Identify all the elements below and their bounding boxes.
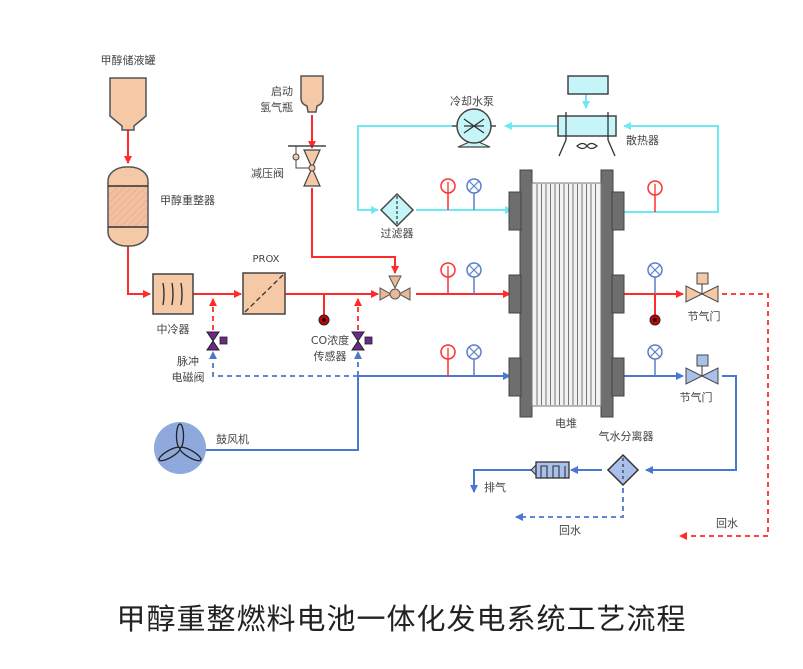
return-water-label-1: 回水 (559, 524, 581, 537)
pulse-valve-label-2: 电磁阀 (172, 370, 205, 384)
throttle-air-label: 节气门 (680, 390, 713, 404)
pressure-reducer-label: 减压阀 (251, 166, 284, 180)
return-water-label-2: 回水 (716, 517, 738, 530)
co-sensor[interactable] (318, 314, 330, 326)
coolant-pump-label: 冷却水泵 (450, 95, 494, 108)
co-sensor-label-2: 传感器 (314, 350, 347, 363)
diagram-title: 甲醇重整燃料电池一体化发电系统工艺流程 (116, 602, 687, 636)
separator-label: 气水分离器 (599, 429, 654, 443)
three-way-valve[interactable] (379, 275, 411, 301)
pressure-reducing-valve[interactable] (288, 145, 326, 187)
stack-label: 电堆 (555, 417, 577, 430)
throttle-valve-hydrogen[interactable] (685, 272, 719, 303)
intercooler-label: 中冷器 (157, 323, 190, 336)
flow-meter-icon[interactable] (466, 344, 482, 376)
intercooler[interactable] (152, 273, 194, 315)
hydrogen-line (124, 115, 684, 318)
pulse-valve-label-1: 脉冲 (177, 354, 199, 368)
air-dashed-lines (209, 351, 624, 521)
throttle-valve-air[interactable] (685, 354, 719, 385)
air-line (205, 372, 737, 493)
exhaust-silencer[interactable] (530, 461, 570, 479)
methanol-tank-label: 甲醇储液罐 (101, 53, 156, 67)
filter-label: 过滤器 (381, 227, 414, 240)
instrument-group (440, 178, 663, 376)
co-sensor-label-1: CO浓度 (311, 333, 349, 347)
fuel-cell-stack[interactable] (508, 169, 625, 418)
pressure-gauge-icon[interactable] (440, 178, 456, 210)
startup-h2-label-2: 氢气瓶 (260, 100, 293, 114)
radiator-label: 散热器 (626, 133, 659, 147)
startup-hydrogen-bottle[interactable] (300, 75, 324, 113)
hydrogen-dashed-lines (209, 293, 769, 540)
exhaust-label: 排气 (484, 480, 506, 494)
coolant-pump[interactable] (452, 108, 496, 148)
methanol-tank[interactable] (109, 77, 147, 131)
pressure-gauge-icon[interactable] (440, 262, 456, 294)
flow-meter-icon[interactable] (466, 178, 482, 210)
flow-meter-icon[interactable] (647, 262, 663, 294)
prox-label: PROX (252, 254, 279, 265)
startup-h2-label-1: 启动 (271, 85, 293, 98)
pulse-solenoid-valve-2[interactable] (351, 331, 373, 351)
prox-reactor[interactable] (242, 272, 286, 315)
reformer-label: 甲醇重整器 (160, 193, 215, 207)
pressure-gauge-icon[interactable] (647, 180, 663, 212)
radiator[interactable] (557, 75, 617, 157)
pulse-solenoid-valve-1[interactable] (206, 331, 228, 351)
flow-meter-icon[interactable] (647, 344, 663, 376)
pressure-gauge-icon[interactable] (440, 344, 456, 376)
fan-icon (576, 142, 598, 150)
gas-water-separator[interactable] (606, 453, 640, 487)
blower-label: 鼓风机 (216, 432, 249, 446)
flow-meter-icon[interactable] (466, 262, 482, 294)
throttle-h2-label: 节气门 (688, 309, 721, 323)
coolant-loop (357, 94, 719, 214)
fan-blade-icon (158, 423, 202, 462)
filter[interactable] (379, 192, 415, 228)
h2-outlet-sensor[interactable] (649, 314, 661, 326)
blower[interactable] (154, 422, 206, 474)
reformer[interactable] (107, 166, 149, 247)
